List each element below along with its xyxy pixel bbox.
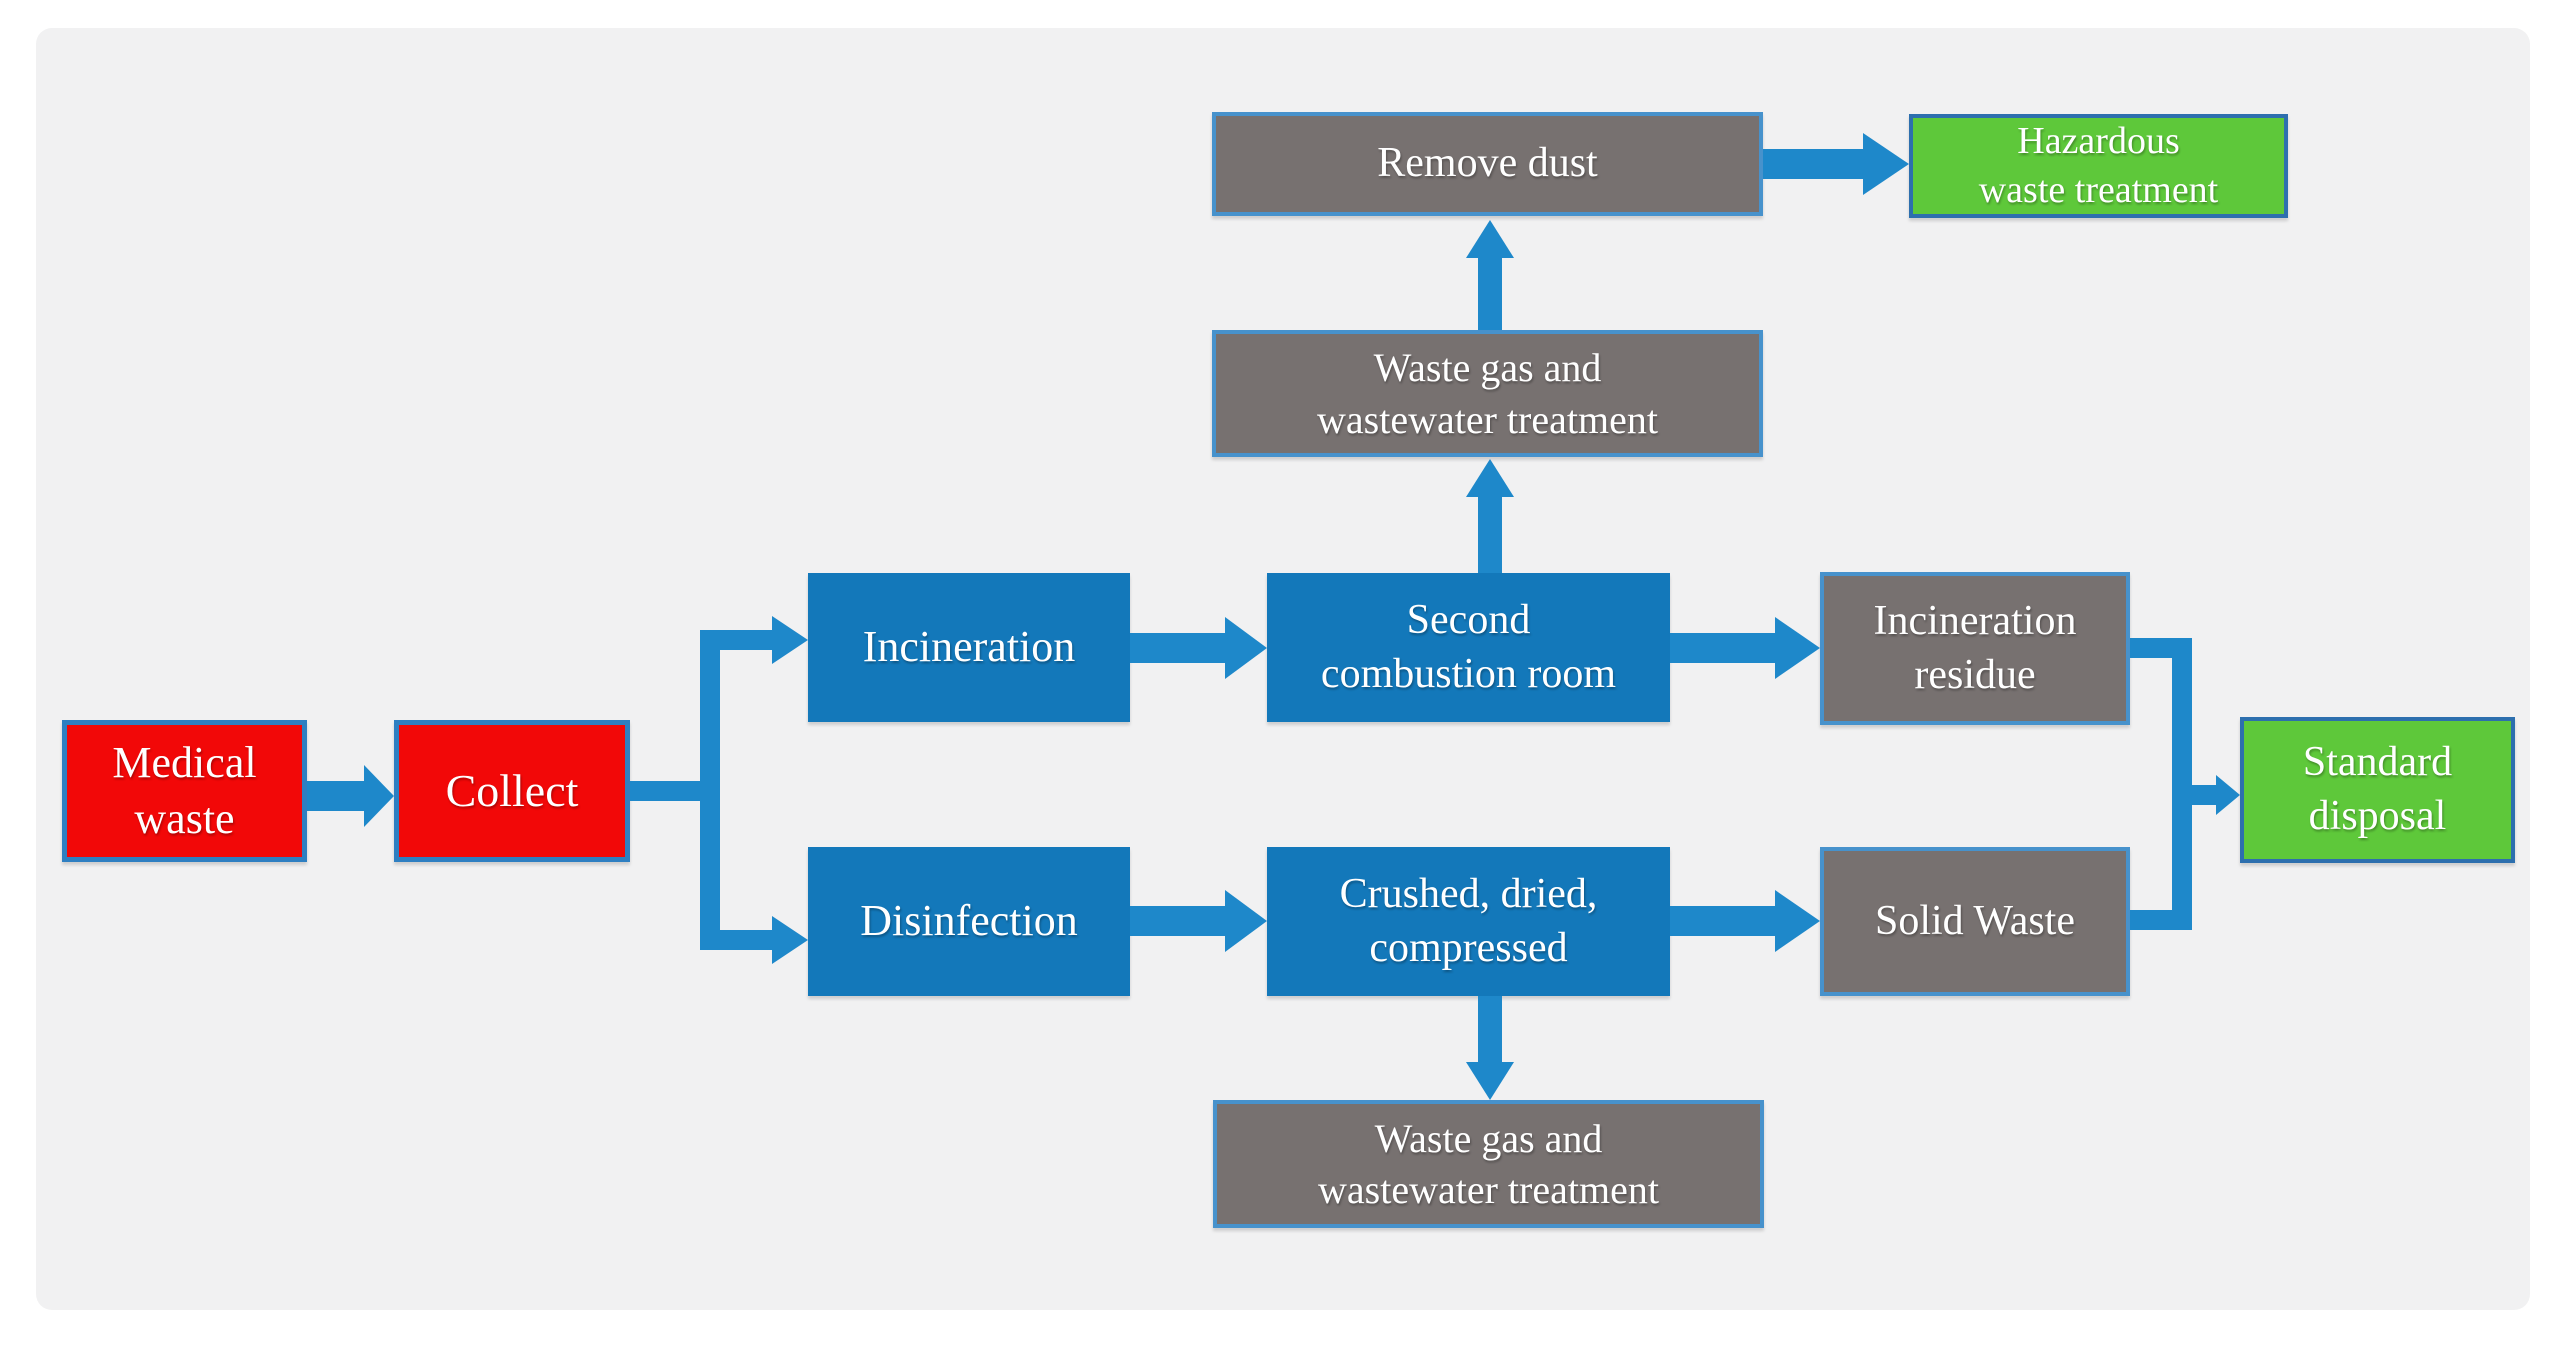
arrowhead-second-combustion-to-residue bbox=[1775, 617, 1820, 679]
node-label: Standard bbox=[2302, 739, 2453, 786]
arrow-crushed-to-solid-waste bbox=[1670, 906, 1775, 936]
node-label: Waste gas and bbox=[1373, 345, 1602, 391]
node-label: wastewater treatment bbox=[1317, 396, 1658, 442]
node-label: waste treatment bbox=[1978, 169, 2219, 211]
node-solid-waste: Solid Waste bbox=[1820, 847, 2130, 996]
node-label: Incineration bbox=[1873, 597, 2077, 644]
node-label: combustion room bbox=[1320, 650, 1617, 697]
node-label: Disinfection bbox=[860, 896, 1078, 946]
node-waste-gas-treatment-top: Waste gas and wastewater treatment bbox=[1212, 330, 1763, 457]
arrowhead-waste-gas-to-remove-dust bbox=[1466, 220, 1514, 258]
arrow-second-combustion-to-residue bbox=[1670, 633, 1775, 663]
arrowhead-disinfection-to-crushed bbox=[1225, 890, 1267, 952]
node-disinfection: Disinfection bbox=[808, 847, 1130, 996]
arrowhead-crushed-to-waste-gas-bottom bbox=[1466, 1062, 1514, 1100]
node-label: waste bbox=[134, 794, 235, 843]
node-label: Crushed, dried, bbox=[1339, 870, 1598, 917]
node-medical-waste: Medical waste bbox=[62, 720, 307, 862]
arrowhead-second-combustion-to-waste-gas bbox=[1466, 459, 1514, 497]
connector-collect-out bbox=[630, 781, 702, 801]
node-label: Medical bbox=[112, 737, 257, 787]
arrow-waste-gas-to-remove-dust bbox=[1478, 258, 1502, 330]
arrow-merge-to-standard-disposal bbox=[2190, 785, 2216, 805]
node-incineration: Incineration bbox=[808, 573, 1130, 722]
arrow-incineration-to-second-combustion bbox=[1130, 633, 1225, 663]
node-label: Incineration bbox=[862, 622, 1076, 672]
arrow-collect-to-disinfection bbox=[718, 930, 774, 950]
node-label: Solid Waste bbox=[1874, 897, 2075, 944]
arrowhead-remove-dust-to-hazardous bbox=[1863, 133, 1909, 195]
node-label: Waste gas and bbox=[1374, 1115, 1603, 1161]
node-crushed-dried-compressed: Crushed, dried, compressed bbox=[1267, 847, 1670, 996]
arrowhead-merge-to-standard-disposal bbox=[2216, 775, 2240, 815]
arrow-disinfection-to-crushed bbox=[1130, 906, 1225, 936]
arrow-medical-to-collect bbox=[307, 781, 365, 811]
arrow-crushed-to-waste-gas-bottom bbox=[1478, 996, 1502, 1062]
node-label: Second bbox=[1406, 596, 1531, 643]
node-second-combustion-room: Second combustion room bbox=[1267, 573, 1670, 722]
node-label: Remove dust bbox=[1377, 140, 1598, 187]
connector-solid-waste-out bbox=[2130, 910, 2192, 930]
arrow-second-combustion-to-waste-gas bbox=[1478, 497, 1502, 573]
node-incineration-residue: Incineration residue bbox=[1820, 572, 2130, 725]
arrowhead-crushed-to-solid-waste bbox=[1775, 890, 1820, 952]
connector-merge-trunk bbox=[2172, 638, 2192, 930]
connector-branch-trunk bbox=[700, 630, 720, 950]
arrowhead-incineration-to-second-combustion bbox=[1225, 617, 1267, 679]
arrow-remove-dust-to-hazardous bbox=[1763, 149, 1863, 179]
node-label: residue bbox=[1914, 651, 2036, 698]
node-label: compressed bbox=[1369, 924, 1568, 971]
node-label: disposal bbox=[2308, 793, 2447, 839]
node-label: Hazardous bbox=[2017, 120, 2180, 163]
node-remove-dust: Remove dust bbox=[1212, 112, 1763, 216]
node-hazardous-waste-treatment: Hazardous waste treatment bbox=[1909, 114, 2288, 218]
arrowhead-collect-to-disinfection bbox=[772, 916, 808, 964]
arrow-collect-to-incineration bbox=[718, 630, 774, 650]
node-label: Collect bbox=[445, 764, 579, 816]
node-label: wastewater treatment bbox=[1318, 1167, 1659, 1212]
node-waste-gas-treatment-bottom: Waste gas and wastewater treatment bbox=[1213, 1100, 1764, 1228]
arrowhead-medical-to-collect bbox=[364, 765, 394, 827]
node-standard-disposal: Standard disposal bbox=[2240, 717, 2515, 863]
arrowhead-collect-to-incineration bbox=[772, 616, 808, 664]
node-collect: Collect bbox=[394, 720, 630, 862]
